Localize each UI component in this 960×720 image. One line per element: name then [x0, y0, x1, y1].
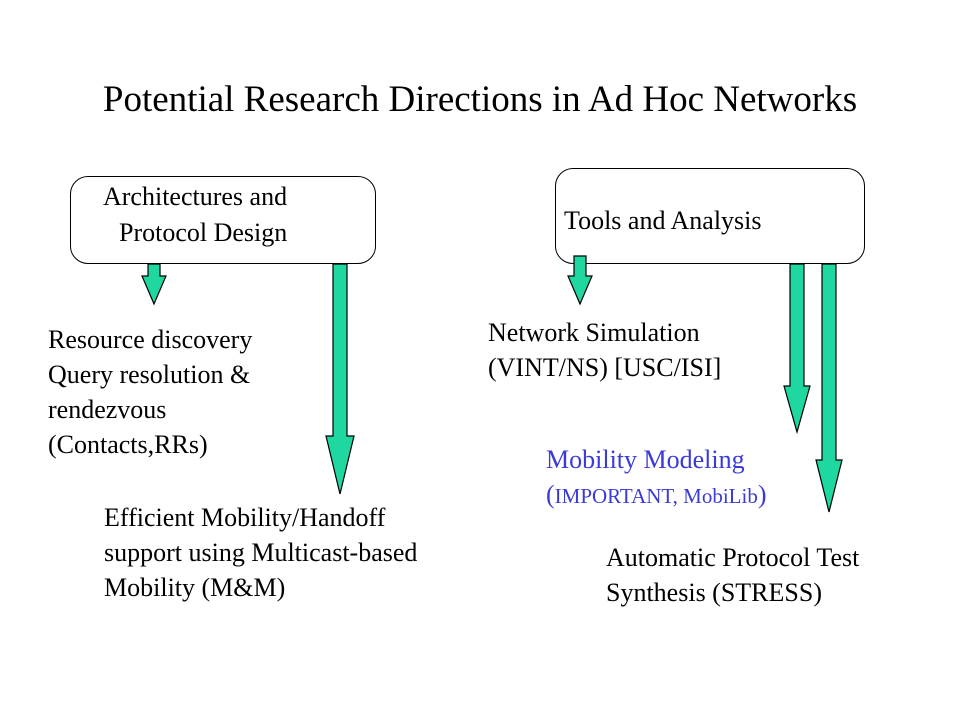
architectures-box-line2: Protocol Design [119, 218, 288, 247]
architectures-box: Architectures and Protocol Design [70, 176, 376, 264]
mobility-modeling-line-1: Mobility Modeling [546, 445, 745, 474]
arrow-to-resource [141, 263, 167, 306]
resource-line-4: (Contacts,RRs) [48, 430, 208, 459]
arrow-to-network-sim [567, 255, 593, 306]
close-paren: ) [757, 480, 767, 509]
efficient-line-1: Efficient Mobility/Handoff [104, 503, 386, 532]
efficient-line-2: support using Multicast-based [104, 538, 418, 567]
arrow-to-mobility-modeling [783, 263, 811, 435]
resource-discovery-block: Resource discovery Query resolution & re… [48, 322, 252, 462]
arrow-to-efficient [325, 263, 355, 495]
efficient-line-3: Mobility (M&M) [104, 573, 286, 602]
mobility-modeling-detail: IMPORTANT, MobiLib [554, 484, 758, 508]
network-sim-line-2: (VINT/NS) [USC/ISI] [488, 353, 722, 382]
mobility-modeling-line-2: (IMPORTANT, MobiLib) [546, 477, 767, 514]
resource-line-2: Query resolution & [48, 360, 251, 389]
mobility-modeling-block: Mobility Modeling (IMPORTANT, MobiLib) [546, 442, 767, 514]
resource-line-3: rendezvous [48, 395, 167, 424]
page-title: Potential Research Directions in Ad Hoc … [102, 79, 858, 120]
automatic-line-1: Automatic Protocol Test [606, 543, 860, 572]
resource-line-1: Resource discovery [48, 325, 253, 354]
architectures-box-line1: Architectures and [103, 182, 288, 211]
tools-box: Tools and Analysis [555, 168, 865, 264]
arrow-to-automatic-test [815, 263, 843, 513]
network-simulation-block: Network Simulation (VINT/NS) [USC/ISI] [488, 315, 721, 385]
automatic-test-block: Automatic Protocol Test Synthesis (STRES… [606, 540, 859, 610]
efficient-mobility-block: Efficient Mobility/Handoff support using… [104, 500, 417, 605]
automatic-line-2: Synthesis (STRESS) [606, 578, 822, 607]
network-sim-line-1: Network Simulation [488, 318, 700, 347]
open-paren: ( [546, 480, 555, 509]
tools-box-label: Tools and Analysis [564, 206, 762, 235]
